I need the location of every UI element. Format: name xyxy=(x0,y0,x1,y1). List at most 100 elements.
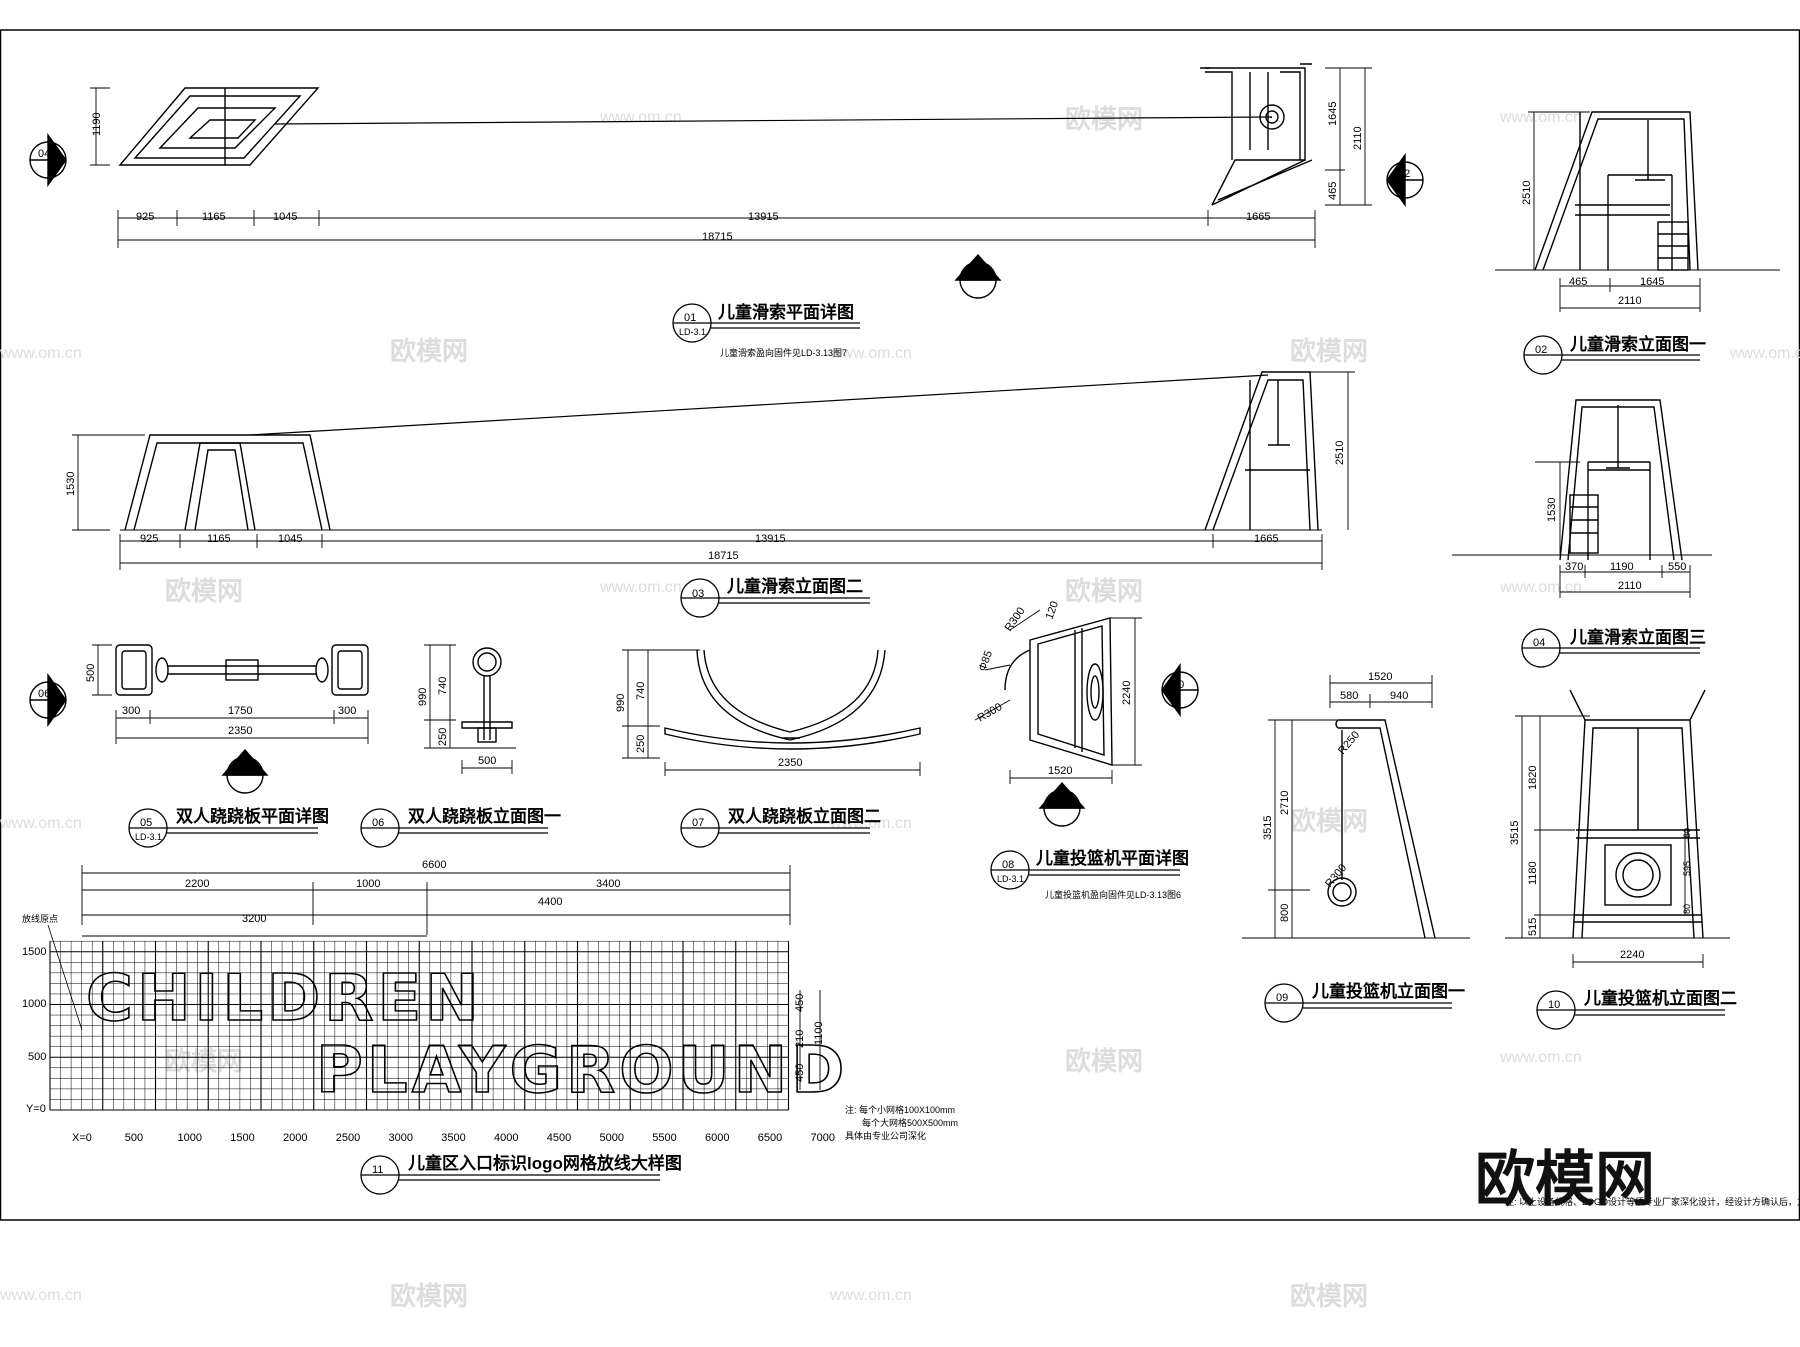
d10-height-3: 1180 xyxy=(1527,861,1539,885)
x-tick-label: 5500 xyxy=(652,1132,676,1144)
d11-y-tick-1500: 1500 xyxy=(22,946,46,958)
callout-03-marker xyxy=(954,253,1002,299)
d11-right-dim-4: 1100 xyxy=(813,1021,825,1045)
callout-09-marker xyxy=(1038,781,1086,827)
d06-dim-2: 740 xyxy=(437,677,449,695)
d03-dim-5: 1665 xyxy=(1254,533,1278,545)
d10-title: 儿童投篮机立面图二 xyxy=(1583,988,1737,1008)
d03-right-height: 2510 xyxy=(1334,441,1346,465)
d06-number: 06 xyxy=(372,817,384,829)
d11-top-dim-1: 2200 xyxy=(185,878,209,890)
d01-dim-5: 1665 xyxy=(1246,211,1270,223)
drawing-02-elevation xyxy=(1534,111,1699,271)
d03-dim-1: 925 xyxy=(140,533,158,545)
d11-note-2: 每个大网格500X500mm xyxy=(862,1117,958,1128)
d02-dim-1: 465 xyxy=(1569,276,1587,288)
watermark-url: www.om.cn xyxy=(1499,109,1582,126)
d10-small-dim-1: 80 xyxy=(1682,828,1692,838)
callout-07-marker xyxy=(221,748,269,794)
watermark-layer: 欧模网 欧模网 欧模网 欧模网 欧模网 欧模网 欧模网 欧模网 欧模网 欧模网 … xyxy=(0,104,1800,1311)
watermark-brand: 欧模网 xyxy=(390,1281,468,1311)
drawing-10-dimensions xyxy=(1505,715,1730,968)
d01-title: 儿童滑索平面详图 xyxy=(717,302,854,322)
drawing-07-dimensions xyxy=(622,649,921,776)
d02-number: 02 xyxy=(1535,344,1547,356)
d10-height-4: 515 xyxy=(1527,918,1539,936)
callout-06-marker xyxy=(29,672,67,728)
d01-dim-2: 1165 xyxy=(202,211,226,223)
d09-dim-2: 940 xyxy=(1390,690,1408,702)
d01-dim-total: 18715 xyxy=(702,231,733,243)
watermark-url: www.om.cn xyxy=(1499,579,1582,596)
d08-label-1: R300 xyxy=(1003,605,1028,633)
d05-dim-1: 300 xyxy=(122,705,140,717)
d04-total: 2110 xyxy=(1618,580,1642,592)
logo-line-children: CHILDREN xyxy=(86,962,483,1036)
x-tick-label: X=0 xyxy=(72,1132,92,1144)
d10-height-1: 3515 xyxy=(1509,821,1521,845)
d09-height-3: 800 xyxy=(1279,904,1291,922)
title-marker-08 xyxy=(990,850,1180,890)
drawing-06-dimensions xyxy=(424,644,516,774)
watermark-brand: 欧模网 xyxy=(390,336,468,366)
d01-sheet-ref: LD-3.1 xyxy=(679,327,706,337)
d04-dim-1: 370 xyxy=(1565,561,1583,573)
callout-03-label: 03 xyxy=(969,269,981,281)
x-tick-label: 4000 xyxy=(494,1132,518,1144)
d11-origin-label: 放线原点 xyxy=(22,913,58,924)
d04-dim-2: 1190 xyxy=(1610,561,1634,573)
d11-y-tick-0: Y=0 xyxy=(26,1103,46,1115)
d01-dim-4: 13915 xyxy=(748,211,779,223)
watermark-url: www.om.cn xyxy=(0,1287,82,1304)
d03-total: 18715 xyxy=(708,550,739,562)
callout-02-label: 02 xyxy=(1398,168,1410,180)
d05-height: 500 xyxy=(85,664,97,682)
d01-right-dim-2: 2110 xyxy=(1352,126,1364,150)
callout-04-marker xyxy=(29,132,67,188)
watermark-url: www.om.cn xyxy=(1499,1049,1582,1066)
callout-10-marker xyxy=(1161,662,1199,718)
drawing-03-dimensions xyxy=(72,371,1355,570)
logo-line-playground: PLAYGROUND xyxy=(316,1034,848,1108)
origin-leader-line xyxy=(47,924,83,1031)
d06-width: 500 xyxy=(478,755,496,767)
d07-dim-3: 250 xyxy=(635,735,647,753)
d11-second-dim-2: 4400 xyxy=(538,896,562,908)
bottom-note: 注: 以上设备规格、LOGO设计等须专业厂家深化设计，经设计方确认后，方可施工。 xyxy=(1505,1196,1800,1207)
watermark-brand: 欧模网 xyxy=(165,1046,243,1076)
d11-right-dim-2: 210 xyxy=(794,1030,806,1048)
title-marker-01 xyxy=(672,303,860,343)
x-tick-label: 6500 xyxy=(758,1132,782,1144)
d08-label-4: R300 xyxy=(976,701,1005,725)
watermark-brand: 欧模网 xyxy=(1065,104,1143,134)
drawing-06-seesaw-elevation xyxy=(461,647,513,743)
d03-dim-3: 1045 xyxy=(278,533,302,545)
x-tick-label: 3000 xyxy=(389,1132,413,1144)
d06-title: 双人跷跷板立面图一 xyxy=(408,806,561,826)
x-tick-label: 1000 xyxy=(178,1132,202,1144)
d05-total: 2350 xyxy=(228,725,252,737)
d07-width: 2350 xyxy=(778,757,802,769)
d07-dim-2: 740 xyxy=(635,682,647,700)
d11-second-dim-1: 3200 xyxy=(242,913,266,925)
title-marker-03 xyxy=(680,578,870,618)
title-marker-09 xyxy=(1264,983,1452,1023)
drawing-09-dimensions xyxy=(1242,675,1470,939)
d01-height: 1190 xyxy=(91,112,103,136)
d08-height: 2240 xyxy=(1121,681,1133,705)
callout-04-label: 04 xyxy=(38,148,50,160)
d08-title: 儿童投篮机平面详图 xyxy=(1035,848,1189,868)
drawing-05-dimensions xyxy=(92,644,369,744)
x-tick-label: 2500 xyxy=(336,1132,360,1144)
logo-grid xyxy=(49,940,790,1111)
d02-dim-2: 1645 xyxy=(1640,276,1664,288)
drawing-08-hoop-plan xyxy=(1004,617,1113,766)
d03-dim-4: 13915 xyxy=(755,533,786,545)
d07-dim-1: 990 xyxy=(615,694,627,712)
d08-width: 1520 xyxy=(1048,765,1072,777)
d05-dim-2: 1750 xyxy=(228,705,252,717)
x-tick-label: 7000 xyxy=(811,1132,835,1144)
d10-small-dim-2: 595 xyxy=(1682,861,1692,876)
title-marker-07 xyxy=(680,808,870,848)
